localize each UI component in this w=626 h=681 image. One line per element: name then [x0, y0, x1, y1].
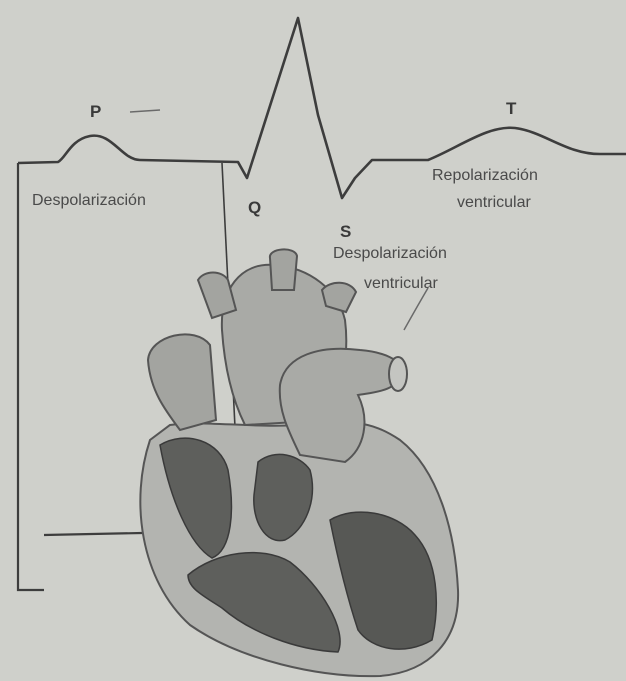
ventricular-repolarization-label-line2: ventricular	[457, 194, 531, 211]
atrial-bracket-bottom-line	[44, 533, 142, 535]
ventricular-depolarization-pointer	[404, 288, 428, 330]
pulmonary-vessel-opening	[389, 357, 407, 391]
t-wave-label: T	[506, 99, 517, 118]
aortic-branch-middle	[270, 249, 297, 290]
p-wave-label: P	[90, 102, 101, 121]
aortic-branch-left	[198, 273, 236, 319]
ventricular-repolarization-label-line1: Repolarización	[432, 167, 538, 184]
heart-illustration	[140, 249, 458, 676]
q-wave-label: Q	[248, 198, 261, 217]
superior-vena-cava	[148, 334, 216, 430]
s-wave-label: S	[340, 222, 351, 241]
atrial-depolarization-label: Despolarización	[32, 192, 146, 209]
ventricular-depolarization-label-line2: ventricular	[364, 275, 438, 292]
p-wave-pointer	[130, 110, 160, 112]
ventricular-depolarization-label-line1: Despolarización	[333, 245, 447, 262]
atrial-depolarization-bracket	[18, 163, 44, 590]
